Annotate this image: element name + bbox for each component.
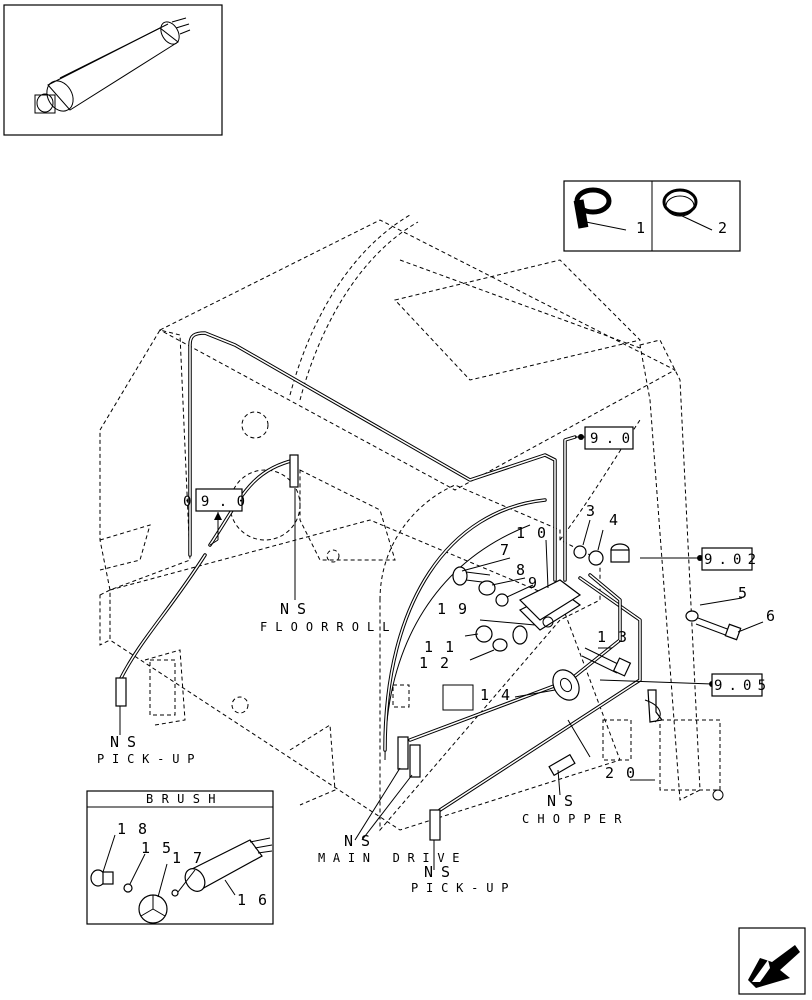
callout-1: 1 <box>636 219 645 237</box>
callout-20: 20 <box>605 764 635 782</box>
nut-19-icon <box>512 625 528 645</box>
pickup-left-caption: PICK-UP <box>97 752 195 766</box>
callout-7: 7 <box>500 541 509 559</box>
brush-bolt-icon <box>90 869 114 887</box>
callout-10: 10 <box>516 524 546 542</box>
brush-title: BRUSH <box>146 792 216 806</box>
washer-12-icon <box>492 638 508 652</box>
callouts: 3 4 5 6 7 8 9 10 11 12 13 14 19 20 <box>419 502 775 782</box>
chopper-nipple-icon <box>548 753 576 777</box>
brush-inset: BRUSH 18 15 17 16 <box>86 790 274 925</box>
ns-pickup-bottom: NS <box>424 863 450 881</box>
next-page-arrow-icon[interactable] <box>738 927 806 995</box>
ns-pickup-left: NS <box>110 733 136 751</box>
ns-main-drive: NS <box>344 832 370 850</box>
components <box>115 454 742 841</box>
callout-13: 13 <box>597 628 627 646</box>
callout-14: 14 <box>480 686 510 704</box>
ref-box-9-02: 9.02 <box>701 547 756 571</box>
main-drive-nipple-icon <box>397 736 409 770</box>
pickup-bottom-caption: PICK-UP <box>411 881 509 895</box>
clips-inset: 1 2 <box>563 180 741 252</box>
callout-12: 12 <box>419 654 449 672</box>
callout-4: 4 <box>609 511 618 529</box>
distribution-block-icon <box>518 579 582 631</box>
ref-9-0-label: 9.0 <box>590 431 630 447</box>
pickup-nipple-left-icon <box>115 677 127 707</box>
callout-19: 19 <box>437 600 467 618</box>
brush-washer-icon <box>123 883 133 893</box>
washer-3-icon <box>573 545 587 559</box>
shaft-inset <box>3 4 223 136</box>
chopper-caption: CHOPPER <box>522 812 622 826</box>
callout-6: 6 <box>766 607 775 625</box>
clamp-20-icon <box>647 689 664 723</box>
pickup-nipple-bottom-icon <box>429 809 441 841</box>
baler-frame <box>99 214 724 832</box>
bolt-6-icon <box>695 617 742 641</box>
bolt-7-icon <box>452 566 491 586</box>
ref-box-9-05: 9.05 <box>711 673 766 697</box>
callout-9: 9 <box>528 574 537 592</box>
washer-8-icon <box>478 580 496 596</box>
floorroll-caption: FLOORROLL <box>260 620 390 634</box>
grease-cup-icon <box>610 543 630 563</box>
pulley-14-icon <box>552 669 580 701</box>
washer-11-icon <box>475 625 493 643</box>
bolt-13-icon <box>581 647 632 677</box>
callout-5: 5 <box>738 584 747 602</box>
washer-9-icon <box>495 593 509 607</box>
brush-hub-icon <box>138 894 168 924</box>
ref-box-9-0: 9.0 <box>584 426 634 450</box>
hose-clip-icon <box>573 187 627 231</box>
brush-shaft-icon <box>184 837 273 892</box>
main-drive-caption: MAIN DRIVE <box>318 851 460 865</box>
hose-clamp-icon <box>662 188 713 231</box>
pipe-runs <box>118 331 642 812</box>
washer-5-icon <box>685 610 699 622</box>
floorroll-nipple-icon <box>289 454 299 488</box>
callout-8: 8 <box>516 561 525 579</box>
callout-3: 3 <box>586 502 595 520</box>
callout-2: 2 <box>718 219 727 237</box>
ns-floorroll: NS <box>280 600 306 618</box>
shaft-icon <box>34 17 191 114</box>
ref-box-09-0: 09.0 <box>183 488 245 512</box>
washer-4-icon <box>588 550 604 566</box>
